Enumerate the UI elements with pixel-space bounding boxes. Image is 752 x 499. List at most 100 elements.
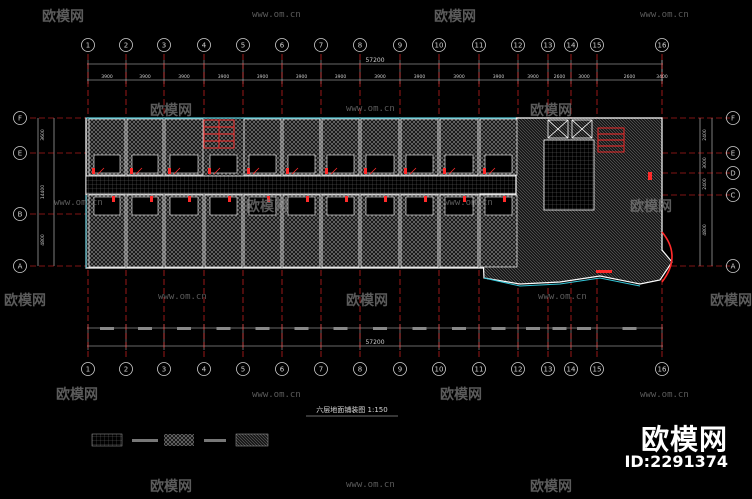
- watermark-url: www.om.cn: [54, 198, 103, 208]
- axis-bubble-label: C: [731, 192, 736, 200]
- dim-bar: [100, 327, 114, 330]
- axis-bubble: [81, 362, 95, 376]
- door-mark: [463, 196, 466, 202]
- top-spacing-label: 3900: [178, 74, 190, 80]
- bathroom: [169, 154, 199, 174]
- building-plan: [85, 117, 673, 287]
- brand-watermark: 欧模网: [640, 423, 728, 456]
- dim-bar: [255, 327, 270, 330]
- bathroom: [209, 196, 238, 216]
- axis-bubble-label: A: [731, 263, 736, 271]
- watermark-logo: 欧模网: [530, 103, 572, 119]
- top-spacing-label: 3900: [335, 74, 347, 80]
- door-mark: [443, 168, 446, 174]
- top-spacing-label: 3900: [493, 74, 505, 80]
- door-swing: [448, 167, 456, 175]
- door-mark: [130, 168, 133, 174]
- dim-bar: [294, 327, 309, 330]
- axis-bubble: [119, 362, 133, 376]
- left-dimension-lines: [37, 118, 55, 266]
- axis-bubble-label: 16: [658, 42, 667, 50]
- axis-bubble: [590, 362, 604, 376]
- door-mark: [483, 168, 486, 174]
- bathroom: [365, 154, 395, 174]
- red-door-marks: [92, 167, 652, 273]
- axis-bubble: [432, 362, 446, 376]
- door-swing: [97, 167, 105, 175]
- top-spacing-label: 3900: [414, 74, 426, 80]
- axis-bubble: [275, 38, 289, 52]
- axis-bubble-label: 12: [514, 42, 523, 50]
- axis-bubble-label: A: [18, 263, 23, 271]
- top-spacing-label: 3900: [257, 74, 269, 80]
- axis-bubble: [236, 362, 250, 376]
- watermark-url: www.om.cn: [538, 292, 587, 302]
- door-swing: [173, 167, 181, 175]
- top-spacing-label: 3900: [218, 74, 230, 80]
- dim-bar: [577, 327, 591, 330]
- axis-bubble: [472, 38, 486, 52]
- door-mark: [188, 196, 191, 202]
- axis-bubble-label: 1: [86, 366, 90, 374]
- axis-bubble: [13, 146, 27, 160]
- axis-bubble-label: D: [730, 170, 735, 178]
- corridor: [85, 175, 547, 195]
- bathroom: [131, 154, 159, 174]
- axis-bubble-label: 3: [162, 366, 166, 374]
- axis-bubble: [511, 362, 525, 376]
- dim-bar: [373, 327, 387, 330]
- right-dimension-lines: [699, 118, 713, 266]
- top-total-dim: 57200: [365, 57, 384, 64]
- axis-bubble-label: 8: [358, 366, 362, 374]
- watermark-url: www.om.cn: [640, 390, 689, 400]
- left-dim-label: 14400: [40, 185, 46, 199]
- axis-bubble: [157, 38, 171, 52]
- watermark-logo: 欧模网: [346, 293, 388, 309]
- curved-facade: [661, 231, 673, 283]
- dim-bar: [622, 327, 637, 330]
- axis-bubble: [197, 362, 211, 376]
- axis-bubble: [590, 38, 604, 52]
- door-mark: [596, 270, 612, 273]
- watermark-logo: 欧模网: [440, 387, 482, 403]
- material-legend: [91, 433, 269, 447]
- lobby: [543, 139, 595, 211]
- door-mark: [503, 196, 506, 202]
- top-dimension-lines: [87, 63, 663, 81]
- door-swing: [409, 167, 417, 175]
- axis-bubble: [541, 38, 555, 52]
- door-swing: [252, 167, 260, 175]
- door-mark: [247, 168, 250, 174]
- door-swing: [135, 167, 143, 175]
- axis-bubble-label: E: [18, 150, 22, 158]
- stair-west: [203, 119, 235, 149]
- bathroom: [326, 154, 355, 174]
- elevators: [547, 119, 593, 139]
- axis-bubble: [432, 38, 446, 52]
- dim-bar: [412, 327, 427, 330]
- cyan-curtain-wall: [483, 277, 641, 287]
- legend-dash: [132, 439, 158, 442]
- top-spacing-label: 2600: [554, 74, 566, 80]
- axis-bubble: [314, 362, 328, 376]
- axis-bubble-label: 6: [280, 366, 285, 374]
- axis-bubble-label: 3: [162, 42, 166, 50]
- axis-bubble-label: 5: [241, 42, 245, 50]
- axis-bubble: [655, 38, 669, 52]
- door-swing: [330, 167, 338, 175]
- axis-bubble-label: 2: [124, 366, 128, 374]
- axis-bubble-label: 9: [398, 42, 402, 50]
- door-mark: [325, 168, 328, 174]
- dim-bar: [552, 327, 567, 330]
- watermark-url: www.om.cn: [640, 10, 689, 20]
- watermark-url: www.om.cn: [346, 104, 395, 114]
- top-spacing-label: 2600: [624, 74, 636, 80]
- watermark-url: www.om.cn: [346, 480, 395, 490]
- drawing-title: 六层地面铺装图 1:150: [316, 405, 387, 414]
- top-spacing-label: 3900: [296, 74, 308, 80]
- axis-bubble: [564, 38, 578, 52]
